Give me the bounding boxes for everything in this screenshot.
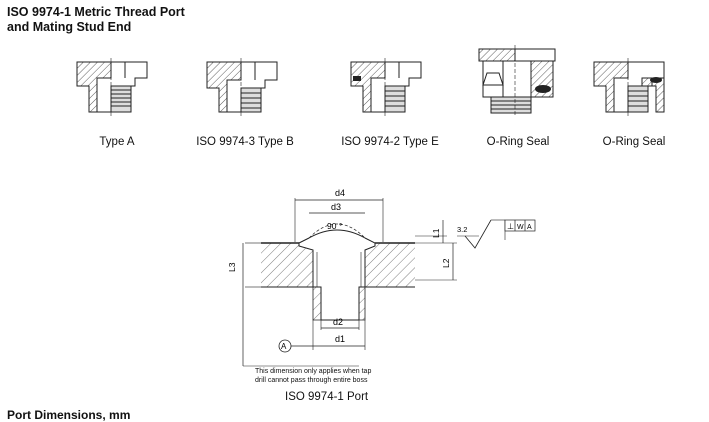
port-cross-section: d4 d3 90 ° d2 d1 A L3 L1 L2 3.2 ⊥ W A <box>227 188 536 367</box>
port-caption: ISO 9974-1 Port <box>285 391 369 403</box>
fitting-type-e <box>350 58 422 116</box>
dim-angle: 90 ° <box>327 221 342 231</box>
fitting-type-b <box>206 58 278 116</box>
surface-finish: 3.2 <box>457 225 467 234</box>
note-line-2: drill cannot pass through entire boss <box>255 377 368 384</box>
dimension-note: This dimension only applies when tap dri… <box>255 367 371 385</box>
dim-d3: d3 <box>331 202 341 212</box>
fitting-type-a <box>76 58 148 116</box>
frame-w: W <box>517 224 524 231</box>
frame-perpendicular: ⊥ <box>507 222 514 231</box>
datum-a: A <box>281 342 287 351</box>
dim-l2: L2 <box>441 258 451 268</box>
title-line-2: and Mating Stud End <box>7 20 132 34</box>
fitting-label: O-Ring Seal <box>486 136 550 148</box>
title-line-1: ISO 9974-1 Metric Thread Port <box>7 5 185 19</box>
fitting-oring-locknut <box>478 45 556 117</box>
frame-a: A <box>527 224 532 231</box>
dim-d1: d1 <box>335 334 345 344</box>
fitting-oring <box>593 58 665 116</box>
fitting-label: Type A <box>99 136 135 148</box>
page-title: ISO 9974-1 Metric Thread Port and Mating… <box>7 5 185 35</box>
fitting-label: ISO 9974-3 Type B <box>196 136 294 148</box>
dim-l1: L1 <box>431 228 441 238</box>
dim-l3: L3 <box>227 262 237 272</box>
section-heading: Port Dimensions, mm <box>7 408 131 422</box>
dim-d4: d4 <box>335 188 345 198</box>
fitting-label: ISO 9974-2 Type E <box>341 136 439 148</box>
dim-d2: d2 <box>333 317 343 327</box>
note-line-1: This dimension only applies when tap <box>255 368 372 375</box>
fitting-label: O-Ring Seal <box>602 136 666 148</box>
